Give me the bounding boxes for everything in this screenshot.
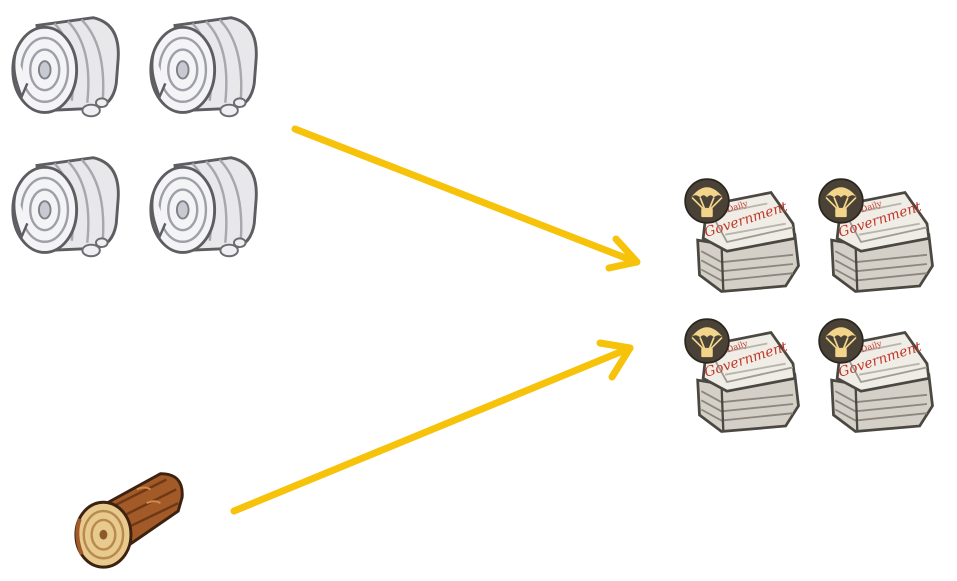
airdrop-parachute-icon	[684, 318, 730, 364]
output-newspaper-bundle-3	[694, 322, 804, 442]
output-newspaper-bundle-2	[828, 182, 938, 302]
arrow-log-to-bundle	[230, 344, 634, 515]
output-newspaper-bundle-4	[828, 322, 938, 442]
airdrop-parachute-icon	[818, 318, 864, 364]
arrow-paper-head	[605, 235, 641, 272]
arrow-log-head	[596, 339, 634, 381]
arrow-paper-to-bundle	[291, 125, 640, 266]
airdrop-parachute-icon	[684, 178, 730, 224]
output-newspaper-bundle-1	[694, 182, 804, 302]
airdrop-parachute-icon	[818, 178, 864, 224]
